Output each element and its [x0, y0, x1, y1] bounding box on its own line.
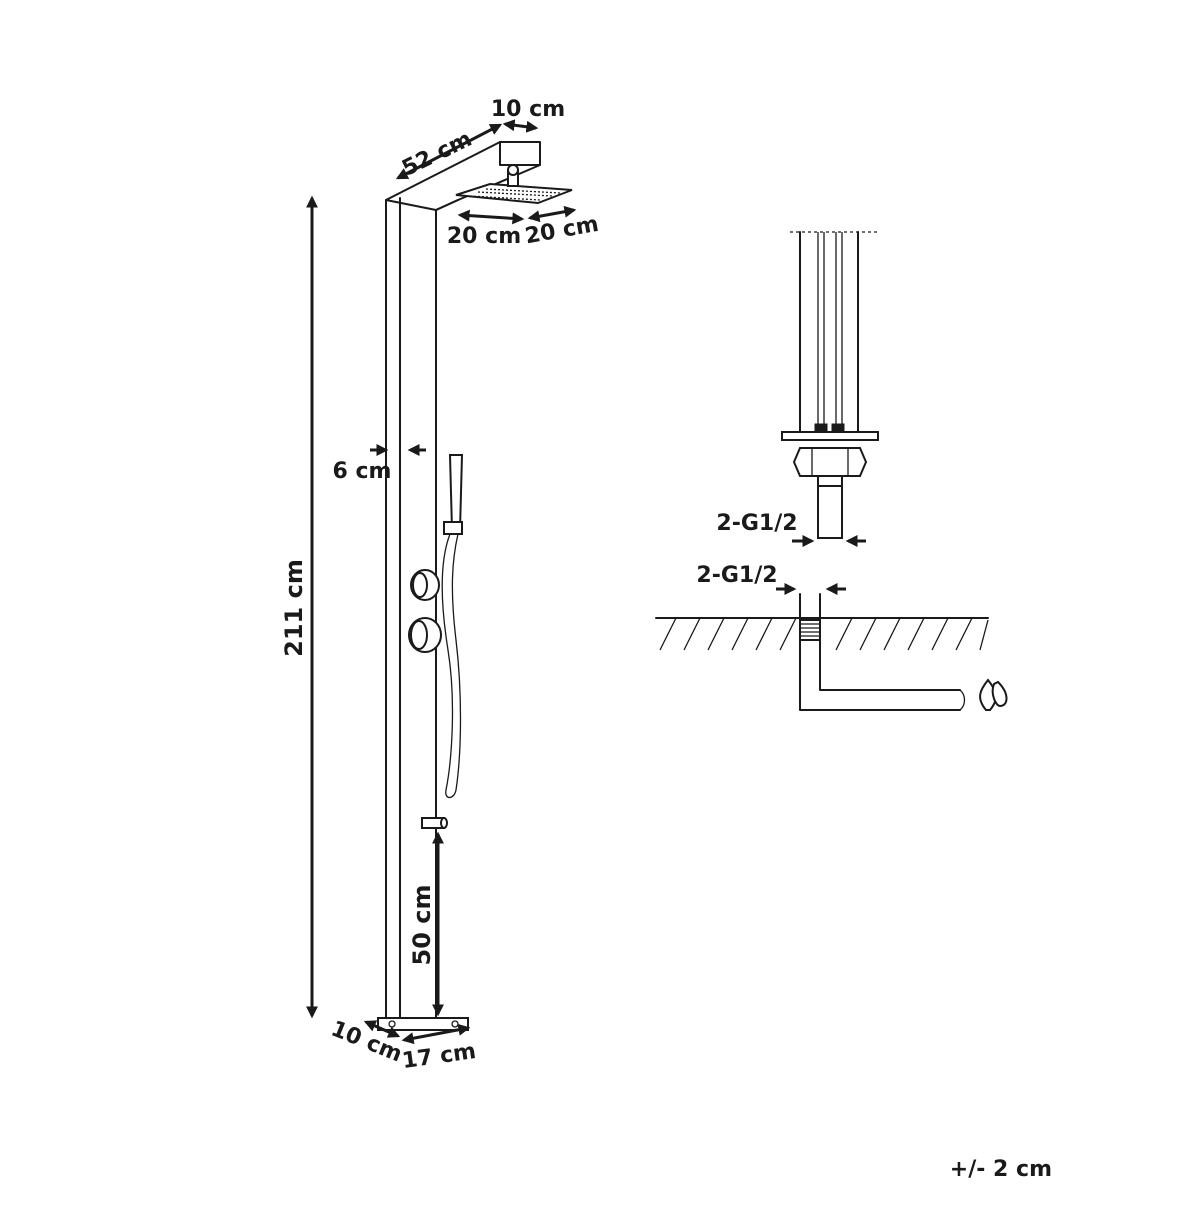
connection-detail-drawing: 2-G1/2 2-G1/2: [655, 231, 1008, 711]
rain-right-arrow: [527, 205, 577, 223]
base-depth-arrow: [363, 1020, 401, 1038]
base-width-arrow: [401, 1023, 471, 1045]
base-width-label: 17 cm: [401, 1039, 478, 1074]
rain-left-label: 20 cm: [447, 224, 521, 249]
lower-thread-label: 2-G1/2: [696, 563, 777, 588]
mounting-nut: [792, 447, 868, 477]
supply-pipe-outer: [799, 593, 961, 711]
tap-height-label: 50 cm: [408, 885, 436, 966]
base-plate: [377, 1017, 469, 1031]
upper-thread-label: 2-G1/2: [716, 511, 797, 536]
depth-dimension-arrow: [395, 123, 503, 180]
foot-tap: [421, 817, 448, 829]
hand-shower: [441, 454, 464, 799]
column-width-label: 6 cm: [333, 459, 392, 484]
supply-pipe-inner: [819, 593, 961, 691]
rain-left-arrow: [457, 209, 525, 225]
ground-hatching: [655, 617, 989, 651]
tolerance-label: +/- 2 cm: [950, 1157, 1052, 1182]
total-height-label: 211 cm: [280, 559, 308, 657]
water-drops-icon: [979, 678, 1008, 711]
head-width-arrow: [502, 119, 539, 133]
shower-column-drawing: 52 cm 10 cm 20 cm 20 cm 6 cm 211 cm 50 c…: [280, 97, 601, 1074]
head-width-label: 10 cm: [491, 97, 565, 122]
mixer-knobs: [408, 569, 442, 653]
flange-plate: [781, 431, 879, 441]
rain-shower-head: [455, 164, 573, 205]
hose: [441, 533, 462, 799]
threaded-stem: [817, 485, 843, 539]
